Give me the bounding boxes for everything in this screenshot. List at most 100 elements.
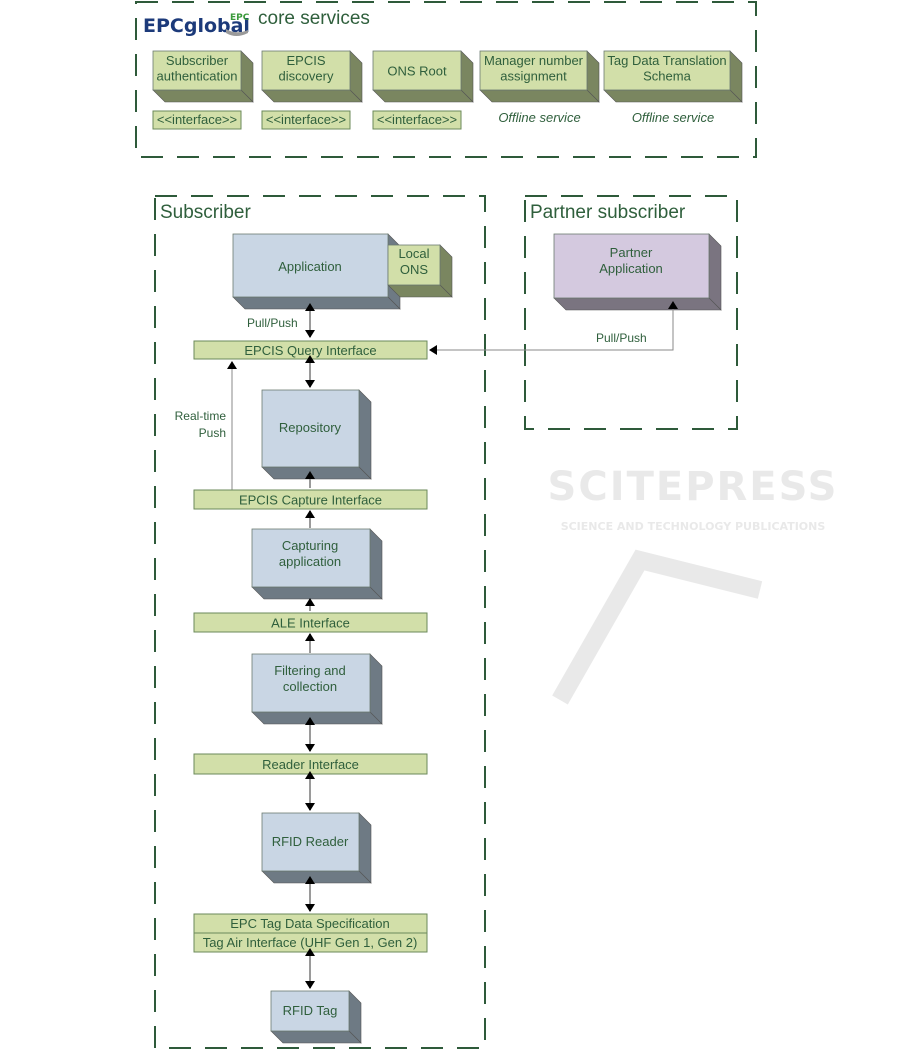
partner-border (524, 195, 738, 430)
service-3-bottom (479, 89, 600, 103)
realtime-push-line2: Push (199, 426, 226, 440)
service-0-face (152, 50, 242, 91)
application-block-bottom (232, 296, 401, 310)
epc-logo-swoosh (226, 29, 248, 36)
rfid-tag-block-face (270, 990, 350, 1032)
core-services-border (135, 1, 757, 158)
ale-interface-label: ALE Interface (271, 616, 350, 631)
partner-pull-push-arrow (430, 301, 678, 351)
filtering-label-line2: collection (283, 679, 337, 694)
service-1-label-line2: discovery (279, 69, 334, 84)
capturing-application-label-line1: Capturing (282, 538, 338, 553)
partner-application-label-line2: Application (599, 261, 663, 276)
partner-application-label-line1: Partner (610, 245, 653, 260)
service-4-bottom (603, 89, 743, 103)
service-4-offline-label: Offline service (632, 110, 714, 125)
tag-air-interface-label: Tag Air Interface (UHF Gen 1, Gen 2) (203, 935, 418, 950)
service-2-interface-label: <<interface>> (377, 112, 457, 127)
rfid-reader-block-bottom (261, 870, 372, 884)
service-0-interface-label: <<interface>> (157, 112, 237, 127)
capturing-application-label-line2: application (279, 554, 341, 569)
capturing-application-block-face (251, 528, 371, 588)
subscriber-title: Subscriber (160, 202, 251, 223)
repository-block-face (261, 389, 360, 468)
service-0-bottom (152, 89, 254, 103)
filtering-label-line1: Filtering and (274, 663, 346, 678)
partner-application-block (553, 233, 722, 311)
rfid-reader-label: RFID Reader (272, 834, 349, 849)
filtering-block (251, 653, 383, 725)
pull-push-label: Pull/Push (247, 316, 298, 330)
repository-label: Repository (279, 420, 342, 435)
subscriber-panel: Subscriber (154, 195, 486, 1049)
partner-application-block-bottom (553, 297, 722, 311)
service-4-face (603, 50, 731, 91)
local-ons-label-line1: Local (398, 246, 429, 261)
repository-block-side (358, 389, 372, 480)
application-block-face (232, 233, 389, 298)
service-1-interface-label: <<interface>> (266, 112, 346, 127)
filtering-block-bottom (251, 711, 383, 725)
repository-block (261, 389, 372, 480)
partner-title: Partner subscriber (530, 202, 686, 223)
partner-pull-push-label: Pull/Push (596, 331, 647, 345)
epcis-capture-interface: EPCIS Capture Interface (193, 489, 428, 510)
epcglobal-logo-text: EPCglobal (143, 15, 250, 37)
local-ons-label-line2: ONS (400, 262, 429, 277)
ale-interface: ALE Interface (193, 612, 428, 633)
service-0-label-line2: authentication (157, 69, 238, 84)
core-services-panel: EPCglobal EPC core services Subscriberau… (135, 1, 757, 158)
epcis-capture-interface-label: EPCIS Capture Interface (239, 493, 382, 508)
service-1-face (261, 50, 351, 91)
service-1-label-line1: EPCIS (286, 53, 325, 68)
core-services-title: core services (258, 8, 370, 29)
epcis-capture-interface-bar (193, 489, 428, 510)
reader-interface: Reader Interface (193, 753, 428, 775)
epcis-query-interface: EPCIS Query Interface (193, 340, 428, 360)
realtime-push-line1: Real-time (175, 409, 227, 423)
subscriber-border (154, 195, 486, 1049)
watermark-swoosh (552, 549, 763, 705)
filtering-block-face (251, 653, 371, 713)
service-1-bottom (261, 89, 363, 103)
watermark-line1: SCITEPRESS (548, 464, 839, 510)
tag-data-spec-label: EPC Tag Data Specification (230, 916, 389, 931)
repository-block-bottom (261, 466, 372, 480)
epcis-query-interface-label: EPCIS Query Interface (244, 343, 376, 358)
service-2-face (372, 50, 462, 91)
service-0-interface-tag (152, 110, 242, 130)
epc-logo-icon: EPC (226, 13, 250, 36)
local-ons-block (387, 244, 453, 298)
ale-interface-bar (193, 612, 428, 633)
partner-panel: Partner subscriber (524, 195, 738, 430)
service-2-label: ONS Root (387, 63, 447, 78)
local-ons-block-face (387, 244, 441, 286)
partner-application-block-face (553, 233, 710, 299)
capturing-application-block (251, 528, 383, 600)
watermark-line2: SCIENCE AND TECHNOLOGY PUBLICATIONS (561, 520, 826, 533)
rfid-reader-block-face (261, 812, 360, 872)
application-label: Application (278, 259, 342, 274)
service-2-interface-tag (372, 110, 462, 130)
service-2: ONS Root (372, 50, 474, 103)
capturing-application-block-bottom (251, 586, 383, 600)
service-1-interface-tag (261, 110, 351, 130)
epc-logo-mark: EPC (230, 13, 250, 23)
service-4-label-line1: Tag Data Translation (607, 53, 726, 68)
rfid-tag-block-bottom (270, 1030, 362, 1044)
partner-application-block-side (708, 233, 722, 311)
rfid-tag-label: RFID Tag (283, 1003, 338, 1018)
service-0-label-line1: Subscriber (166, 53, 229, 68)
watermark: SCITEPRESS SCIENCE AND TECHNOLOGY PUBLIC… (548, 464, 839, 705)
application-block (232, 233, 401, 310)
service-3-label-line2: assignment (500, 69, 567, 84)
service-4-label-line2: Schema (643, 69, 691, 84)
